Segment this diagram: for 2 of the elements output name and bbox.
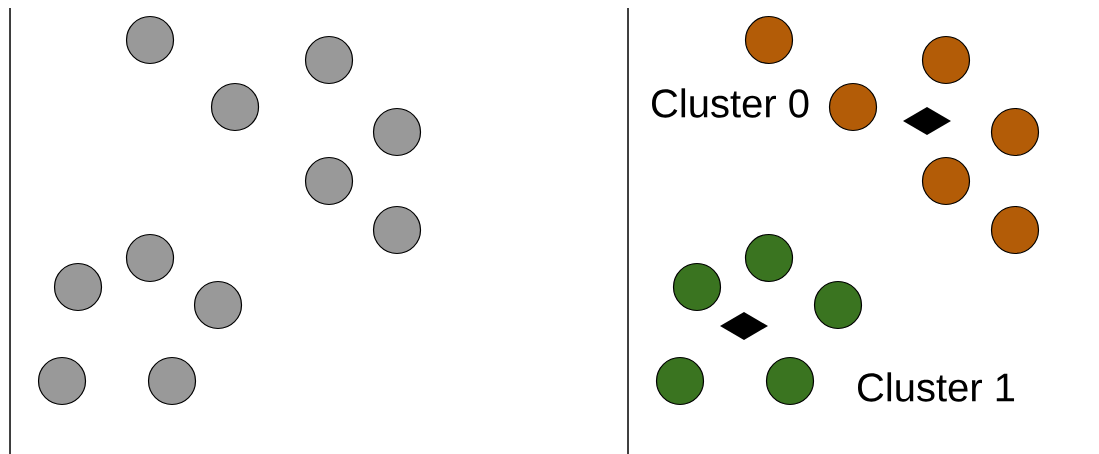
cluster-label: Cluster 0 — [652, 88, 809, 118]
cluster-label: Cluster 1 — [858, 372, 1015, 402]
